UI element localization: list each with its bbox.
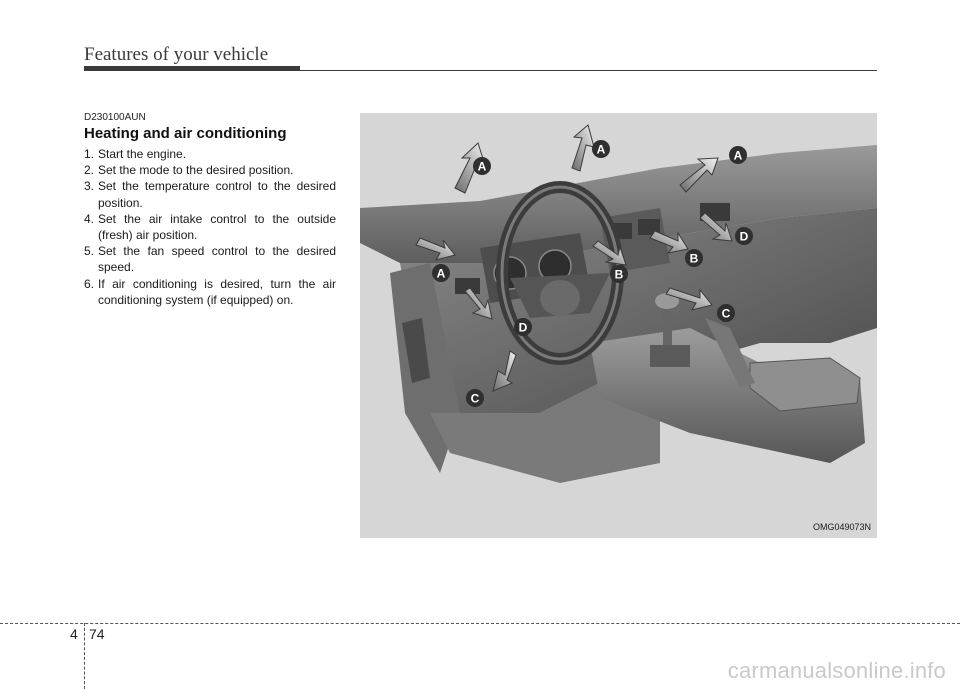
steering-wheel-center xyxy=(540,280,580,316)
airflow-arrow xyxy=(649,230,689,254)
figure-code: OMG049073N xyxy=(812,522,871,532)
airflow-arrow xyxy=(679,157,719,193)
callout-letter: B xyxy=(690,252,699,266)
step-number: 4. xyxy=(84,211,95,226)
step-item: 4.Set the air intake control to the outs… xyxy=(84,211,336,243)
footer-rule xyxy=(0,623,960,624)
airflow-arrow xyxy=(464,287,493,320)
gear-shifter-knob xyxy=(655,293,679,309)
callout-letter: D xyxy=(519,321,528,335)
step-item: 3.Set the temperature control to the des… xyxy=(84,178,336,210)
callout-letter: A xyxy=(478,160,487,174)
site-watermark: carmanualsonline.info xyxy=(727,658,946,683)
step-text: Set the air intake control to the outsid… xyxy=(98,211,336,243)
callout-badge xyxy=(685,249,703,267)
step-item: 5.Set the fan speed control to the desir… xyxy=(84,243,336,275)
step-item: 6.If air conditioning is desired, turn t… xyxy=(84,276,336,308)
steps-list: 1.Start the engine. 2.Set the mode to th… xyxy=(84,146,336,308)
step-text: Set the fan speed control to the desired… xyxy=(98,244,336,275)
gear-shift-panel xyxy=(650,345,690,367)
step-text: If air conditioning is desired, turn the… xyxy=(98,276,336,307)
callout-letter: C xyxy=(722,307,731,321)
step-number: 3. xyxy=(84,179,95,194)
callout-letter: A xyxy=(597,143,606,157)
airflow-arrow xyxy=(492,350,517,392)
callout-letter: D xyxy=(740,230,749,244)
step-number: 6. xyxy=(84,276,95,291)
page-number: 74 xyxy=(89,626,105,642)
step-number: 2. xyxy=(84,163,95,178)
step-text: Set the mode to the desired position. xyxy=(98,163,294,178)
airflow-arrow xyxy=(665,287,713,311)
callout-badge xyxy=(729,146,747,164)
airflow-arrows xyxy=(415,124,733,392)
callout-badge xyxy=(717,304,735,322)
section-code: D230100AUN xyxy=(84,112,146,123)
callout-badges: A A A A B B C C D D xyxy=(432,140,753,407)
airflow-arrow xyxy=(454,142,486,194)
dashboard-illustration: A A A A B B C C D D OMG049073N xyxy=(360,113,877,538)
dashboard-body-shape xyxy=(400,208,877,413)
callout-badge xyxy=(466,389,484,407)
step-number: 1. xyxy=(84,147,95,161)
callout-letter: B xyxy=(615,268,624,282)
section-heading: Heating and air conditioning xyxy=(84,125,287,142)
parking-brake-lever xyxy=(705,318,755,388)
step-number: 5. xyxy=(84,244,95,259)
callout-letter: A xyxy=(437,267,446,281)
side-vent-left xyxy=(455,278,480,294)
callout-letter: C xyxy=(471,392,480,406)
step-text: Set the temperature control to the desir… xyxy=(98,179,336,210)
chapter-number: 4 xyxy=(70,626,78,642)
door-handle-shape xyxy=(402,318,430,383)
airflow-arrow xyxy=(415,237,456,261)
header-rule-thin xyxy=(300,70,877,71)
header-rule-thick xyxy=(84,66,300,71)
airflow-arrow xyxy=(699,212,733,242)
gear-shifter-stick xyxy=(663,303,672,348)
callout-badge xyxy=(432,264,450,282)
dashboard-top-shape xyxy=(360,145,877,263)
callout-letter: A xyxy=(734,149,743,163)
footer-divider xyxy=(84,623,85,689)
callout-badge xyxy=(514,318,532,336)
step-item: 2.Set the mode to the desired position. xyxy=(84,162,336,178)
page-header-title: Features of your vehicle xyxy=(84,44,269,65)
airflow-arrow xyxy=(571,124,595,172)
callout-badge xyxy=(473,157,491,175)
airflow-arrow xyxy=(592,240,627,266)
floor-shape xyxy=(430,373,660,483)
step-item: 1.Start the engine. xyxy=(84,146,336,162)
step-text: Start the engine. xyxy=(98,147,187,161)
callout-badge xyxy=(610,265,628,283)
callout-badge xyxy=(592,140,610,158)
armrest-shape xyxy=(749,357,861,412)
callout-badge xyxy=(735,227,753,245)
dashboard-drawing: A A A A B B C C D D xyxy=(360,124,877,483)
